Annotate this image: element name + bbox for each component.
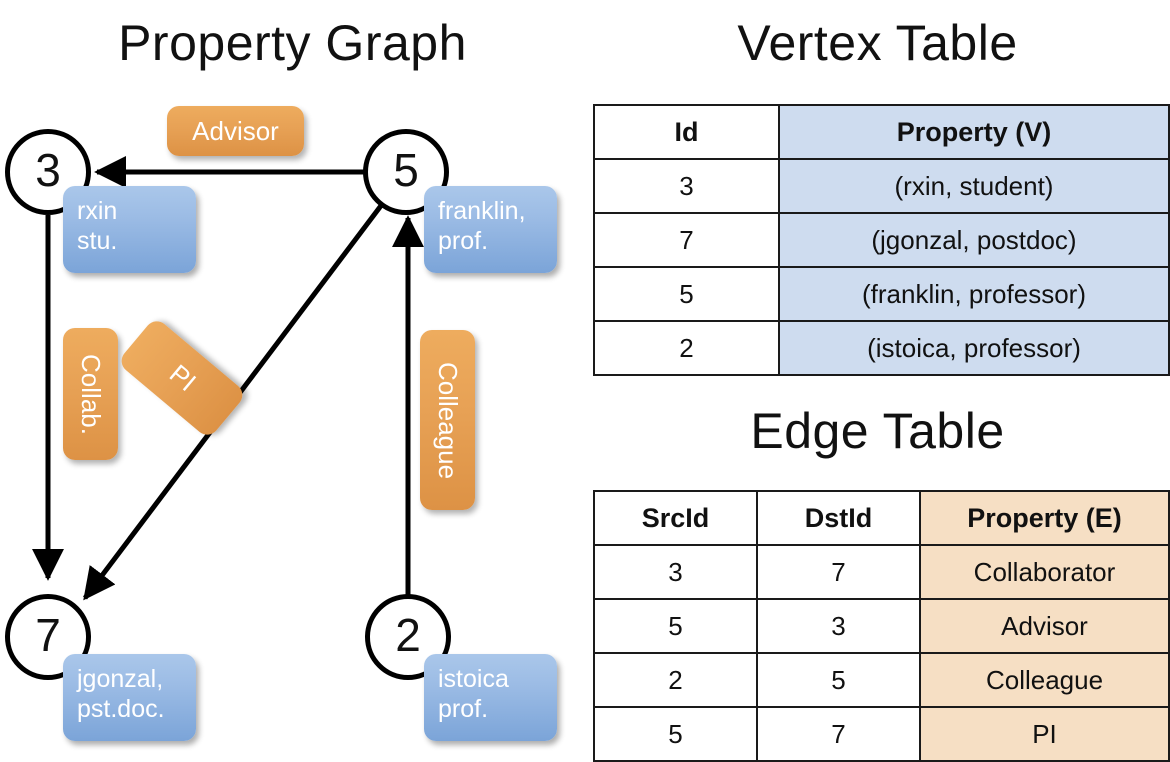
vertex-row-0-property: (rxin, student) — [778, 158, 1170, 214]
edge-row-0-dst: 7 — [756, 544, 921, 600]
table-row[interactable]: 5 7 PI — [593, 706, 1170, 762]
edge-row-2-dst: 5 — [756, 652, 921, 708]
property-graph-diagram: 3 rxin stu. 5 franklin, prof. 7 jgonzal,… — [0, 0, 585, 760]
edge-row-3-src: 5 — [593, 706, 758, 762]
graph-node-2-property: istoica prof. — [424, 654, 557, 741]
graph-node-7-property-line1: jgonzal, — [77, 665, 164, 693]
graph-node-2[interactable]: 2 — [365, 594, 451, 680]
page-title-edge-table: Edge Table — [750, 403, 1005, 459]
edge-label-collaborator: Collab. — [63, 328, 118, 460]
edge-label-advisor-text: Advisor — [192, 115, 279, 146]
graph-node-2-property-line2: prof. — [438, 695, 489, 723]
edge-label-collaborator-text: Collab. — [76, 353, 106, 435]
graph-node-5[interactable]: 5 — [363, 129, 449, 215]
graph-node-5-property-line2: prof. — [438, 227, 489, 255]
page-title-vertex-table: Vertex Table — [737, 15, 1018, 71]
graph-node-3-property-line2: stu. — [77, 227, 118, 255]
vertex-row-1-property: (jgonzal, postdoc) — [778, 212, 1170, 268]
edge-label-pi-text: PI — [163, 358, 202, 398]
edge-label-colleague-text: Colleague — [433, 361, 463, 479]
vertex-row-2-property: (franklin, professor) — [778, 266, 1170, 322]
edge-row-2-src: 2 — [593, 652, 758, 708]
table-row[interactable]: 5 3 Advisor — [593, 598, 1170, 654]
graph-node-3-property: rxin stu. — [63, 186, 196, 273]
edge-row-2-property: Colleague — [919, 652, 1170, 708]
edge-table-header-dstid: DstId — [756, 490, 921, 546]
vertex-row-1-id: 7 — [593, 212, 780, 268]
edge-table: SrcId DstId Property (E) 3 7 Collaborato… — [593, 490, 1170, 762]
graph-node-7-property-line2: pst.doc. — [77, 695, 165, 723]
edge-label-advisor: Advisor — [167, 106, 304, 156]
vertex-table: Id Property (V) 3 (rxin, student) 7 (jgo… — [593, 104, 1170, 376]
edge-table-header-srcid: SrcId — [593, 490, 758, 546]
vertex-table-header-id: Id — [593, 104, 780, 160]
graph-node-3-property-line1: rxin — [77, 197, 118, 225]
table-row[interactable]: 3 7 Collaborator — [593, 544, 1170, 600]
edge-row-1-src: 5 — [593, 598, 758, 654]
vertex-row-2-id: 5 — [593, 266, 780, 322]
vertex-table-header-property: Property (V) — [778, 104, 1170, 160]
table-row[interactable]: 2 (istoica, professor) — [593, 320, 1170, 376]
graph-node-2-label: 2 — [395, 609, 421, 661]
edge-row-0-src: 3 — [593, 544, 758, 600]
edge-table-header-property: Property (E) — [919, 490, 1170, 546]
edge-row-1-dst: 3 — [756, 598, 921, 654]
graph-node-7-label: 7 — [35, 609, 61, 661]
graph-node-7-property: jgonzal, pst.doc. — [63, 654, 196, 741]
page-title-property-graph: Property Graph — [118, 15, 467, 71]
edge-row-3-property: PI — [919, 706, 1170, 762]
edge-row-3-dst: 7 — [756, 706, 921, 762]
table-row[interactable]: 7 (jgonzal, postdoc) — [593, 212, 1170, 268]
graph-node-5-property-line1: franklin, — [438, 197, 526, 225]
vertex-row-3-id: 2 — [593, 320, 780, 376]
edge-row-1-property: Advisor — [919, 598, 1170, 654]
table-row[interactable]: 3 (rxin, student) — [593, 158, 1170, 214]
table-row[interactable]: 5 (franklin, professor) — [593, 266, 1170, 322]
vertex-row-3-property: (istoica, professor) — [778, 320, 1170, 376]
vertex-row-0-id: 3 — [593, 158, 780, 214]
table-row[interactable]: 2 5 Colleague — [593, 652, 1170, 708]
edge-table-header-row: SrcId DstId Property (E) — [593, 490, 1170, 546]
graph-node-5-property: franklin, prof. — [424, 186, 557, 273]
edge-label-colleague: Colleague — [420, 330, 475, 510]
edge-row-0-property: Collaborator — [919, 544, 1170, 600]
vertex-table-header-row: Id Property (V) — [593, 104, 1170, 160]
graph-node-3-label: 3 — [35, 144, 61, 196]
graph-node-2-property-line1: istoica — [438, 665, 509, 693]
graph-node-5-label: 5 — [393, 144, 419, 196]
